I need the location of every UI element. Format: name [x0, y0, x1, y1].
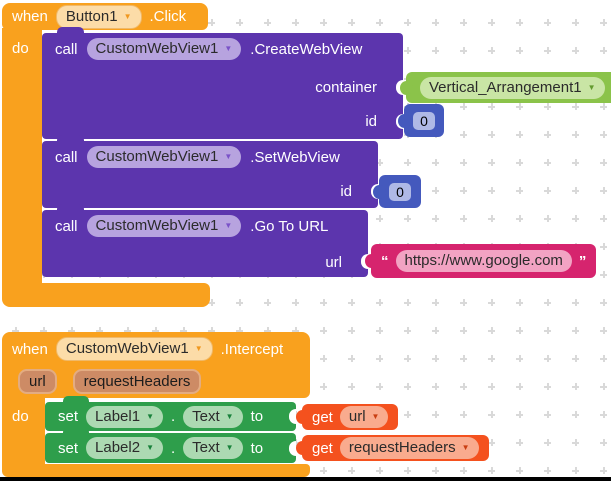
component-dropdown-label: Label2: [95, 439, 141, 456]
to-label: to: [250, 439, 264, 457]
when-label: when: [12, 340, 48, 358]
component-dropdown-vertical-arrangement1[interactable]: Vertical_Arrangement1 ▼: [420, 76, 605, 99]
dropdown-icon: ▼: [225, 411, 234, 421]
number-block-set-id[interactable]: 0: [373, 175, 421, 208]
set-label: set: [58, 439, 79, 457]
set-label1-text-block[interactable]: set Label1 ▼ . Text ▼ to: [45, 396, 296, 431]
number-value-field[interactable]: 0: [413, 111, 435, 130]
dropdown-icon: ▼: [371, 412, 380, 421]
event-name-label: .Click: [149, 8, 187, 25]
number-value-field[interactable]: 0: [389, 182, 411, 201]
open-quote-label: “: [381, 252, 389, 270]
param-id-label: id: [365, 113, 377, 130]
value-socket[interactable]: [289, 441, 296, 456]
event-name-label: .Intercept: [220, 340, 284, 358]
event-block-button-click-footer[interactable]: [2, 283, 210, 307]
param-container-label: container: [315, 79, 377, 96]
component-block-vertical-arrangement1[interactable]: Vertical_Arrangement1 ▼: [400, 72, 611, 103]
url-socket[interactable]: [361, 254, 368, 269]
event-param-requestheaders[interactable]: requestHeaders: [72, 369, 202, 394]
container-socket[interactable]: [396, 80, 403, 95]
dropdown-icon: ▼: [224, 44, 233, 53]
call-setwebview-block[interactable]: call CustomWebView1 ▼ .SetWebView id: [42, 135, 378, 208]
component-dropdown-label1[interactable]: Label1 ▼: [86, 405, 163, 428]
to-label: to: [250, 408, 264, 425]
get-label: get: [312, 439, 333, 457]
component-dropdown-customwebview1[interactable]: CustomWebView1 ▼: [86, 215, 242, 237]
variable-dropdown-label: url: [348, 408, 366, 425]
set-label2-text-block[interactable]: set Label2 ▼ . Text ▼ to: [45, 427, 296, 463]
dot-label: .: [170, 439, 176, 457]
dropdown-icon: ▼: [587, 82, 596, 92]
do-label: do: [12, 408, 29, 425]
window-bottom-edge: [0, 477, 611, 481]
component-dropdown-label2[interactable]: Label2 ▼: [86, 437, 163, 459]
call-createwebview-title-row: call CustomWebView1 ▼ .CreateWebView: [42, 33, 403, 65]
set-label: set: [58, 408, 79, 425]
component-dropdown-label: Vertical_Arrangement1: [429, 78, 582, 96]
event-block-intercept-spine[interactable]: [2, 398, 45, 466]
component-dropdown-label: CustomWebView1: [95, 40, 219, 57]
when-label: when: [12, 8, 48, 25]
component-dropdown-label: Label1: [95, 407, 141, 425]
dropdown-icon: ▼: [123, 11, 132, 21]
event-param-url[interactable]: url: [18, 369, 57, 394]
method-name-label: .SetWebView: [250, 148, 340, 166]
get-label: get: [312, 408, 333, 426]
component-dropdown-button1[interactable]: Button1 ▼: [55, 4, 142, 29]
component-dropdown-label: CustomWebView1: [95, 217, 219, 234]
dropdown-icon: ▼: [146, 443, 154, 452]
variable-dropdown-label: requestHeaders: [348, 439, 456, 456]
dropdown-icon: ▼: [461, 443, 470, 452]
text-value-field[interactable]: https://www.google.com: [395, 250, 572, 272]
property-dropdown-text[interactable]: Text ▼: [183, 405, 243, 428]
event-block-intercept-header[interactable]: when CustomWebView1 ▼ .Intercept url req…: [2, 332, 310, 398]
variable-dropdown-url[interactable]: url ▼: [339, 406, 389, 428]
property-dropdown-label: Text: [192, 439, 220, 456]
param-url-label: url: [325, 254, 342, 271]
param-id-label: id: [340, 183, 352, 200]
dropdown-icon: ▼: [225, 443, 234, 452]
property-dropdown-label: Text: [192, 407, 220, 425]
component-dropdown-customwebview1[interactable]: CustomWebView1 ▼: [86, 146, 242, 168]
get-requestheaders-block[interactable]: get requestHeaders ▼: [296, 435, 489, 461]
variable-dropdown-requestheaders[interactable]: requestHeaders ▼: [339, 437, 479, 459]
call-gotourl-title-row: call CustomWebView1 ▼ .Go To URL: [42, 210, 368, 242]
do-label: do: [12, 40, 29, 57]
call-label: call: [55, 148, 78, 166]
event-block-button-click-header[interactable]: when Button1 ▼ .Click: [2, 3, 208, 30]
property-dropdown-text[interactable]: Text ▼: [183, 437, 243, 459]
dropdown-icon: ▼: [224, 221, 233, 230]
event-block-button-click-spine[interactable]: [2, 28, 42, 285]
component-dropdown-label: CustomWebView1: [65, 340, 189, 357]
number-block-create-id[interactable]: 0: [398, 104, 444, 137]
method-name-label: .CreateWebView: [250, 40, 363, 58]
component-dropdown-label: CustomWebView1: [95, 148, 219, 165]
component-dropdown-label: Button1: [65, 7, 118, 25]
dot-label: .: [170, 408, 176, 425]
dropdown-icon: ▼: [194, 344, 203, 353]
method-name-label: .Go To URL: [250, 217, 329, 235]
dropdown-icon: ▼: [146, 411, 154, 421]
event-block-intercept-footer[interactable]: [2, 464, 310, 477]
call-setwebview-title-row: call CustomWebView1 ▼ .SetWebView: [42, 141, 378, 173]
close-quote-label: ”: [578, 252, 587, 270]
text-string-block-url[interactable]: “ https://www.google.com ”: [364, 244, 597, 278]
dropdown-icon: ▼: [224, 152, 233, 161]
value-socket[interactable]: [289, 409, 296, 424]
call-label: call: [55, 217, 78, 235]
component-dropdown-customwebview1[interactable]: CustomWebView1 ▼: [86, 38, 242, 60]
component-dropdown-customwebview1[interactable]: CustomWebView1 ▼: [55, 337, 213, 361]
call-createwebview-block[interactable]: call CustomWebView1 ▼ .CreateWebView con…: [42, 27, 403, 139]
call-gotourl-block[interactable]: call CustomWebView1 ▼ .Go To URL url: [42, 204, 368, 277]
get-url-block[interactable]: get url ▼: [295, 404, 399, 430]
call-label: call: [55, 40, 78, 58]
